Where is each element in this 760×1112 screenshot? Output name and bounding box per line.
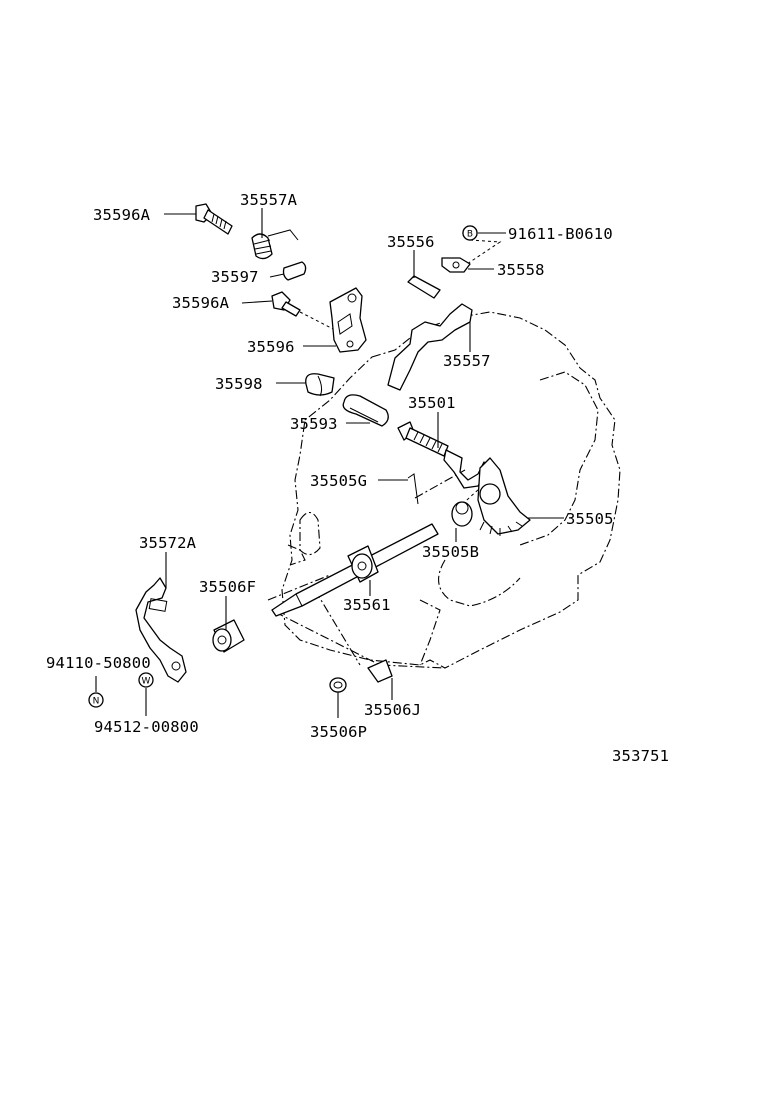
bushing-35506F (212, 619, 245, 653)
n-mark: N (93, 697, 100, 707)
collar-35598 (305, 373, 335, 397)
washer-marker-w (138, 672, 154, 688)
label-35506F: 35506F (199, 578, 256, 596)
label-35557A: 35557A (240, 191, 298, 209)
bracket-35572A (135, 577, 187, 683)
pin-35505G (407, 473, 419, 505)
transmission-housing (281, 311, 621, 669)
label-35597: 35597 (211, 268, 259, 286)
label-94512-00800: 94512-00800 (94, 718, 199, 736)
sleeve-35593 (342, 394, 389, 427)
label-35572A: 35572A (139, 534, 197, 552)
label-35593: 35593 (290, 415, 338, 433)
label-35501: 35501 (408, 394, 456, 412)
label-35556: 35556 (387, 233, 435, 251)
w-mark: W (142, 677, 151, 687)
bolt-marker-b (462, 225, 478, 241)
gear-35505 (477, 457, 531, 536)
label-35596: 35596 (247, 338, 295, 356)
bolt-35596A-top (195, 203, 233, 235)
pin-35556 (407, 275, 441, 299)
label-35505B: 35505B (422, 543, 479, 561)
label-91611-B0610: 91611-B0610 (508, 225, 613, 243)
spring-35557A (251, 229, 299, 260)
label-35505: 35505 (566, 510, 614, 528)
bolt-35596A-mid (271, 291, 301, 317)
label-35598: 35598 (215, 375, 263, 393)
label-35506J: 35506J (364, 701, 421, 719)
washer-35506P (329, 677, 347, 693)
label-35505G: 35505G (310, 472, 367, 490)
label-35557: 35557 (443, 352, 491, 370)
lever-35557 (387, 303, 473, 391)
diagram-number: 353751 (612, 747, 669, 765)
part-35506J (367, 659, 393, 683)
part-labels: 35596A 35557A 35556 91611-B0610 35558 35… (46, 191, 669, 765)
nut-marker-n (88, 692, 104, 708)
shaft-35561 (271, 523, 439, 617)
label-35596A-top: 35596A (93, 206, 151, 224)
bushing-35505B (451, 501, 473, 527)
label-35561: 35561 (343, 596, 391, 614)
label-94110-50800: 94110-50800 (46, 654, 151, 672)
b-mark: B (467, 230, 473, 240)
label-35506P: 35506P (310, 723, 367, 741)
symbol-markers: B N W (88, 225, 478, 708)
label-35558: 35558 (497, 261, 545, 279)
clip-35558 (441, 257, 471, 273)
plate-35596 (329, 287, 367, 353)
pin-35597 (282, 261, 307, 281)
shaft-35501 (397, 421, 489, 489)
leader-lines (95, 208, 564, 718)
label-35596A-mid: 35596A (172, 294, 230, 312)
